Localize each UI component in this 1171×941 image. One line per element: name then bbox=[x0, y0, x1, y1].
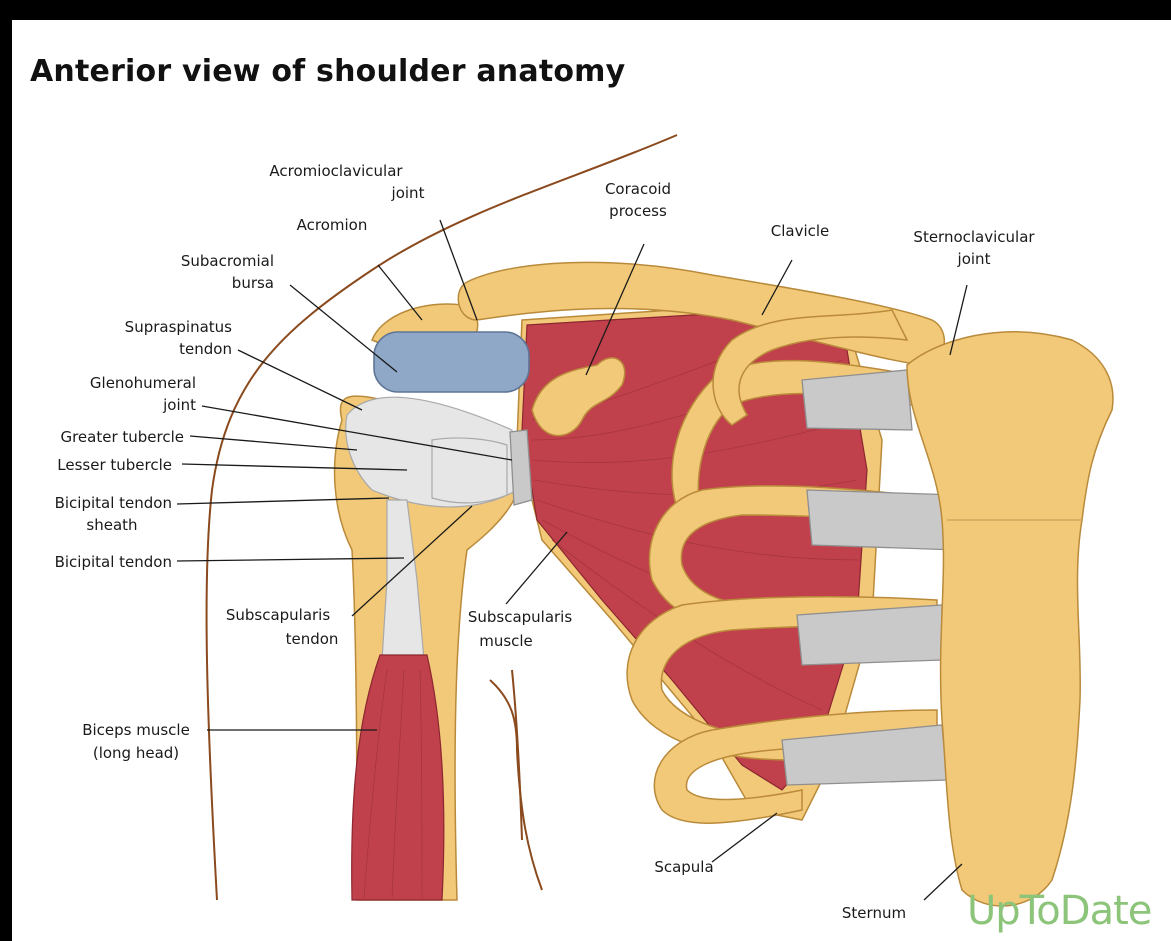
label-subacromial-bursa-line1: Subacromial bbox=[181, 252, 274, 270]
label-supraspinatus-tendon-line1: Supraspinatus bbox=[125, 318, 232, 336]
label-acromioclavicular-joint-line2: joint bbox=[391, 184, 425, 202]
uptodate-logo: UpToDate bbox=[967, 888, 1151, 934]
label-sternum: Sternum bbox=[842, 904, 906, 922]
label-supraspinatus-tendon-line2: tendon bbox=[179, 340, 232, 358]
label-scapula: Scapula bbox=[654, 858, 713, 876]
label-lesser-tubercle: Lesser tubercle bbox=[57, 456, 172, 474]
label-sternoclavicular-joint-line2: joint bbox=[957, 250, 991, 268]
label-biceps-muscle-line1: Biceps muscle bbox=[82, 721, 190, 739]
label-acromioclavicular-joint-line1: Acromioclavicular bbox=[269, 162, 403, 180]
figure-panel: Anterior view of shoulder anatomy bbox=[12, 20, 1171, 941]
label-sternoclavicular-joint-line1: Sternoclavicular bbox=[913, 228, 1035, 246]
label-subscapularis-tendon-line1: Subscapularis bbox=[226, 606, 331, 624]
label-subscapularis-muscle-line2: muscle bbox=[479, 632, 533, 650]
label-bicipital-tendon: Bicipital tendon bbox=[55, 553, 172, 571]
label-clavicle: Clavicle bbox=[771, 222, 830, 240]
label-subscapularis-muscle-line1: Subscapularis bbox=[468, 608, 573, 626]
label-coracoid-process-line2: process bbox=[609, 202, 667, 220]
label-biceps-muscle-line2: (long head) bbox=[93, 744, 179, 762]
label-bicipital-tendon-sheath-line2: sheath bbox=[86, 516, 137, 534]
label-bicipital-tendon-sheath-line1: Bicipital tendon bbox=[55, 494, 172, 512]
subacromial-bursa-shape bbox=[374, 332, 529, 392]
label-glenohumeral-joint-line2: joint bbox=[162, 396, 196, 414]
label-glenohumeral-joint-line1: Glenohumeral bbox=[90, 374, 196, 392]
label-subscapularis-tendon-line2: tendon bbox=[286, 630, 339, 648]
label-greater-tubercle: Greater tubercle bbox=[60, 428, 184, 446]
shoulder-anatomy-illustration: Acromioclavicular joint Coracoid process… bbox=[12, 20, 1171, 941]
label-acromion: Acromion bbox=[297, 216, 368, 234]
label-subacromial-bursa-line2: bursa bbox=[232, 274, 274, 292]
label-coracoid-process-line1: Coracoid bbox=[605, 180, 671, 198]
